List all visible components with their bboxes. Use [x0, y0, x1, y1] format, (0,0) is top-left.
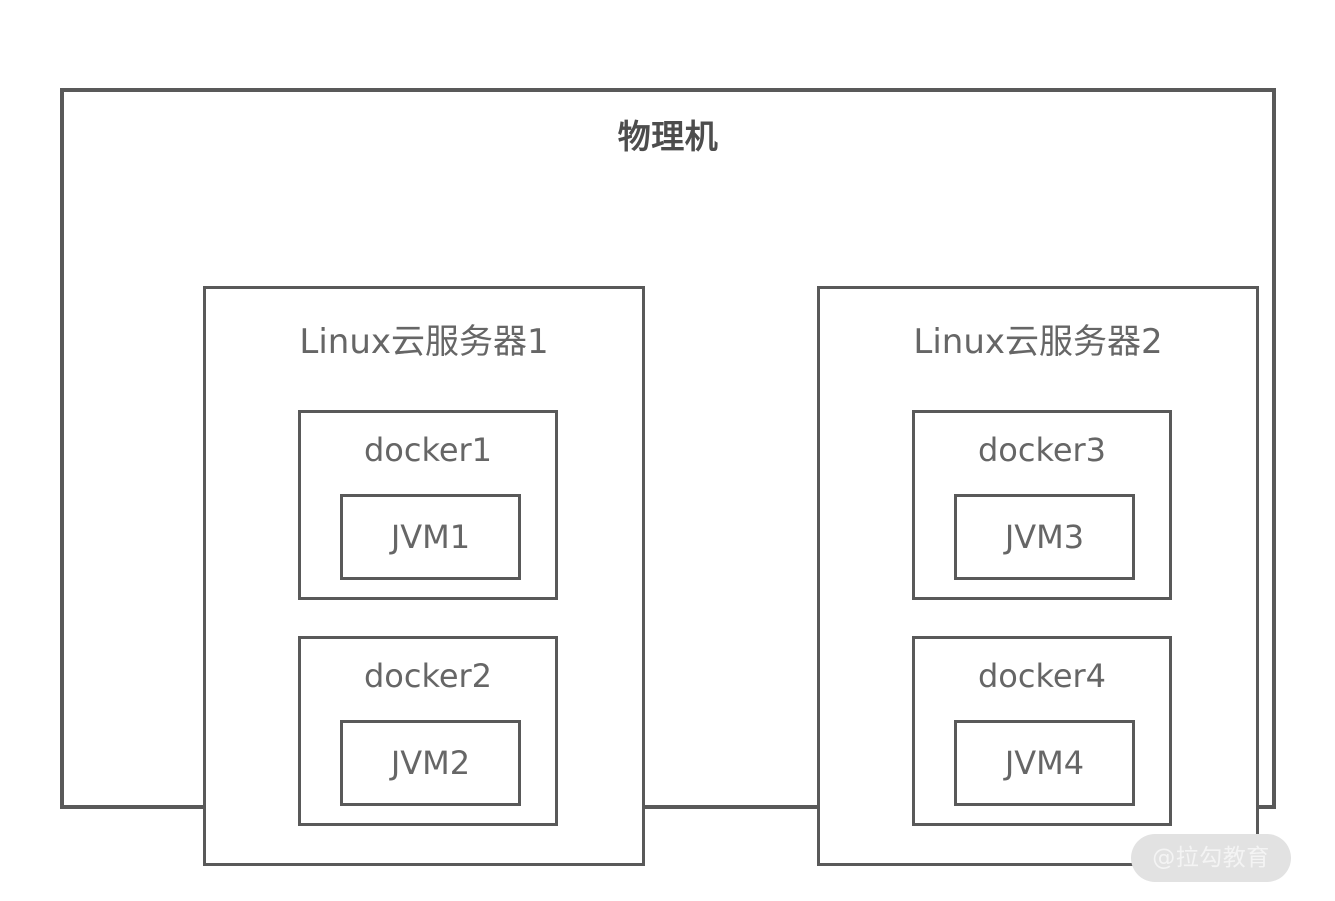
docker1-title: docker1 [363, 431, 493, 469]
docker3-box: docker3 JVM3 [912, 410, 1172, 600]
jvm4-title: JVM4 [1004, 744, 1085, 782]
jvm2-title: JVM2 [390, 744, 471, 782]
watermark-badge: @拉勾教育 [1131, 834, 1291, 882]
linux-server-1-title: Linux云服务器1 [299, 322, 549, 362]
linux-server-1-box: Linux云服务器1 docker1 JVM1 docker2 JVM2 [203, 286, 645, 866]
linux-server-2-title: Linux云服务器2 [913, 322, 1163, 362]
jvm3-title: JVM3 [1004, 518, 1085, 556]
jvm2-box: JVM2 [340, 720, 521, 806]
physical-machine-title: 物理机 [617, 117, 719, 156]
docker2-box: docker2 JVM2 [298, 636, 558, 826]
docker4-box: docker4 JVM4 [912, 636, 1172, 826]
jvm1-box: JVM1 [340, 494, 521, 580]
physical-machine-box: 物理机 Linux云服务器1 docker1 JVM1 docker2 JVM2… [60, 88, 1276, 866]
jvm4-box: JVM4 [954, 720, 1135, 806]
linux-server-2-box: Linux云服务器2 docker3 JVM3 docker4 JVM4 [817, 286, 1259, 866]
docker2-title: docker2 [363, 657, 493, 695]
docker1-box: docker1 JVM1 [298, 410, 558, 600]
docker4-title: docker4 [977, 657, 1107, 695]
watermark-text: @拉勾教育 [1152, 844, 1270, 871]
jvm1-title: JVM1 [390, 518, 471, 556]
jvm3-box: JVM3 [954, 494, 1135, 580]
docker3-title: docker3 [977, 431, 1107, 469]
